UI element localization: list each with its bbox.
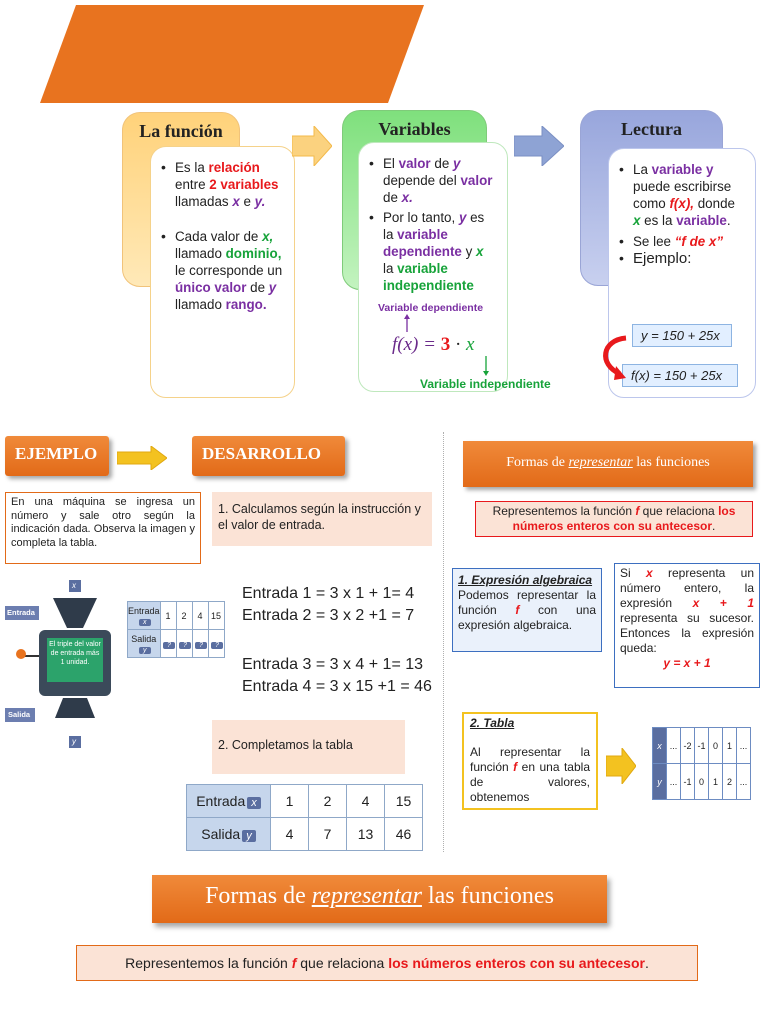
table-row: y ... -1 0 1 2 ... [652, 763, 751, 800]
variables-point-1: El valor de y depende del valor de x. [369, 155, 497, 206]
table-cell: ? [159, 629, 177, 658]
arrow-right-icon [117, 446, 167, 470]
ejemplo-instructions: En una máquina se ingresa un número y sa… [5, 492, 201, 564]
desarrollo-tab: DESARROLLO [192, 436, 345, 476]
table-cell: 0 [694, 763, 709, 800]
table-cell: 46 [384, 817, 423, 851]
lectura-title: Lectura [621, 119, 682, 139]
machine-y-label: y [72, 737, 76, 746]
lectura-point-1: La variable y puede escribirse como f(x)… [619, 161, 745, 229]
table-cell: ... [736, 727, 751, 764]
expression-description-text: Si x representa un número entero, la exp… [620, 566, 754, 655]
table-cell: 15 [384, 784, 423, 818]
small-table: Entrada x 1 2 4 15 Salida y ? ? ? ? [127, 601, 225, 658]
table-cell: ... [666, 763, 681, 800]
representation-note-small: Representemos la función f que relaciona… [475, 501, 753, 537]
calc-line: Entrada 4 = 3 x 15 +1 = 46 [242, 678, 432, 695]
funcion-point-2: Cada valor de x, llamado dominio, le cor… [161, 228, 284, 313]
expression-description: Si x representa un número entero, la exp… [614, 563, 760, 688]
dependent-label: Variable dependiente [378, 302, 484, 314]
machine-illustration: x y Entrada Salida El triple del valor d… [5, 578, 125, 750]
ejemplo-tab: EJEMPLO [5, 436, 109, 476]
equation-fx: f(x) = 150 + 25x [622, 364, 738, 387]
calc-line: Entrada 1 = 3 x 1 + 1= 4 [242, 585, 415, 602]
lectura-point-3: Ejemplo: [619, 250, 745, 267]
sequence-table: x ... -2 -1 0 1 ... y ... -1 0 1 2 ... [652, 727, 751, 800]
table-cell: -1 [694, 727, 709, 764]
table-cell: ? [191, 629, 209, 658]
table-cell: 2 [722, 763, 737, 800]
small-table-header: Salida y [127, 629, 161, 658]
algebraic-expression-box: 1. Expresión algebraica Podemos represen… [452, 568, 602, 652]
machine-out-label: Salida [8, 710, 31, 719]
table-cell: 4 [191, 601, 209, 630]
machine-x-label: x [72, 581, 76, 590]
table-cell: ? [175, 629, 193, 658]
table-row: Entrada x 1 2 4 15 [127, 601, 225, 630]
arrow-right-icon [514, 126, 564, 166]
table-row: x ... -2 -1 0 1 ... [652, 727, 751, 764]
table-cell: -1 [680, 763, 695, 800]
arrow-down-icon [483, 356, 489, 376]
variables-title: Variables [378, 119, 451, 139]
table-cell: 1 [159, 601, 177, 630]
tabla-title: 2. Tabla [470, 716, 515, 730]
formas-header-small: Formas de representar las funciones [463, 441, 753, 487]
table-cell: 2 [308, 784, 347, 818]
algebraic-title: 1. Expresión algebraica [458, 573, 593, 587]
lectura-body: La variable y puede escribirse como f(x)… [608, 148, 756, 398]
funcion-point-1: Es la relación entre 2 variables llamada… [161, 159, 284, 210]
formas-header-large: Formas de representar las funciones [152, 875, 607, 923]
calc-line: Entrada 3 = 3 x 4 + 1= 13 [242, 656, 424, 673]
funcion-title: La función [139, 121, 223, 141]
independent-label: Variable independiente [420, 377, 551, 391]
small-table-header: Entrada x [127, 601, 161, 630]
table-representation-box: 2. Tabla Al representar la función f en … [462, 712, 598, 810]
algebraic-text: Podemos representar la función f con una… [458, 588, 596, 632]
sequence-header: x [652, 727, 667, 764]
table-row: Salida y ? ? ? ? [127, 629, 225, 658]
table-cell: 15 [207, 601, 225, 630]
table-cell: ... [666, 727, 681, 764]
machine-screen: El triple del valor de entrada más 1 uni… [49, 641, 101, 666]
representation-note-large: Representemos la función f que relaciona… [76, 945, 698, 981]
calc-line: Entrada 2 = 3 x 2 +1 = 7 [242, 607, 415, 624]
table-cell: 0 [708, 727, 723, 764]
tabla-text: Al representar la función f en una tabla… [470, 745, 590, 804]
arrow-right-icon [606, 748, 636, 784]
table-cell: 4 [270, 817, 309, 851]
table-cell: 7 [308, 817, 347, 851]
table-cell: ? [207, 629, 225, 658]
step-1: 1. Calculamos según la instrucción y el … [212, 492, 432, 546]
table-cell: ... [736, 763, 751, 800]
formula: f(x) = 3 · x [392, 334, 475, 355]
step-2: 2. Completamos la tabla [212, 720, 405, 774]
table-cell: 1 [708, 763, 723, 800]
machine-in-label: Entrada [7, 608, 35, 617]
equation-y: y = 150 + 25x [632, 324, 732, 347]
table-cell: 1 [270, 784, 309, 818]
curved-arrow-icon [603, 335, 627, 380]
arrow-up-icon [404, 314, 410, 332]
expression-result: y = x + 1 [663, 656, 711, 670]
table-cell: 1 [722, 727, 737, 764]
machine-icon [5, 580, 111, 748]
variables-point-2: Por lo tanto, y es la variable dependien… [369, 209, 497, 294]
table-cell: 2 [175, 601, 193, 630]
arrow-right-icon [292, 126, 332, 166]
sequence-header: y [652, 763, 667, 800]
table-cell: -2 [680, 727, 695, 764]
lectura-point-2: Se lee “f de x” [619, 233, 745, 250]
funcion-body: Es la relación entre 2 variables llamada… [150, 146, 295, 398]
variables-body: El valor de y depende del valor de x. Po… [358, 142, 508, 392]
title-banner [40, 5, 424, 103]
column-divider [443, 432, 444, 852]
table-cell: 4 [346, 784, 385, 818]
table-cell: 13 [346, 817, 385, 851]
